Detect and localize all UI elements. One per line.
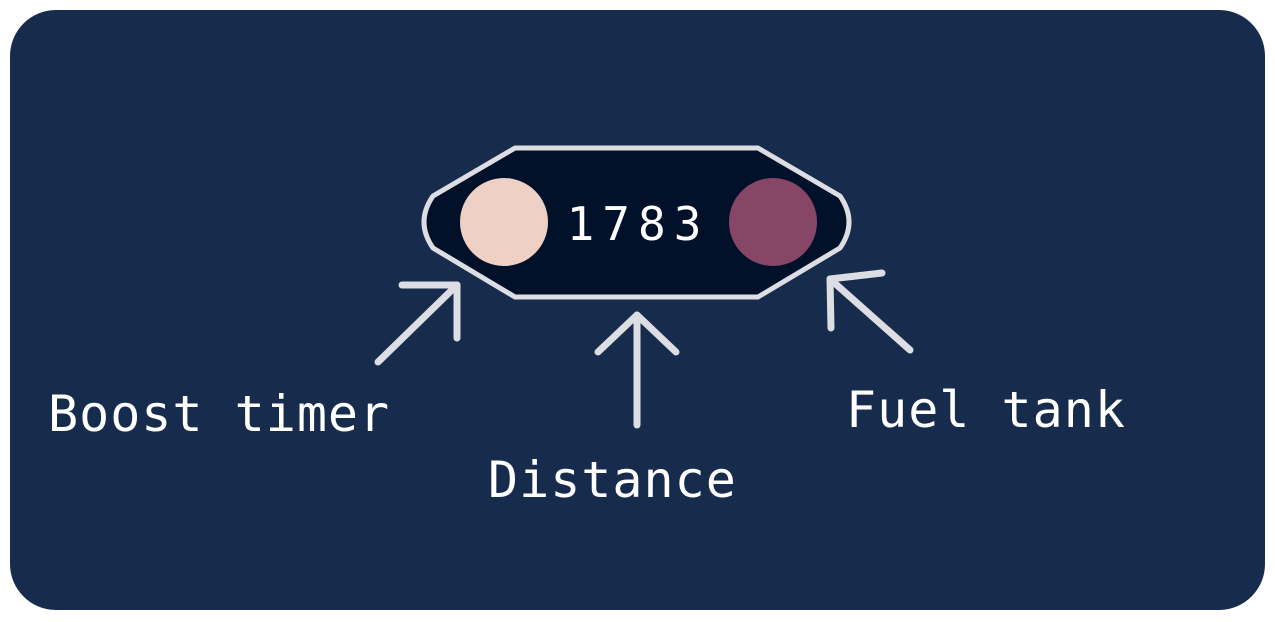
fuel-tank-label: Fuel tank bbox=[846, 381, 1126, 439]
distance-readout: 1783 bbox=[566, 197, 710, 251]
boost-timer-indicator bbox=[460, 178, 548, 266]
boost-timer-label: Boost timer bbox=[48, 385, 391, 443]
arrow-up-icon bbox=[594, 311, 680, 429]
annotation-panel bbox=[10, 10, 1265, 610]
distance-label: Distance bbox=[488, 451, 737, 509]
fuel-tank-indicator bbox=[729, 178, 817, 266]
hud-capsule bbox=[421, 145, 852, 300]
arrow-up-left-icon bbox=[826, 269, 914, 354]
arrow-up-right-icon bbox=[374, 281, 461, 366]
